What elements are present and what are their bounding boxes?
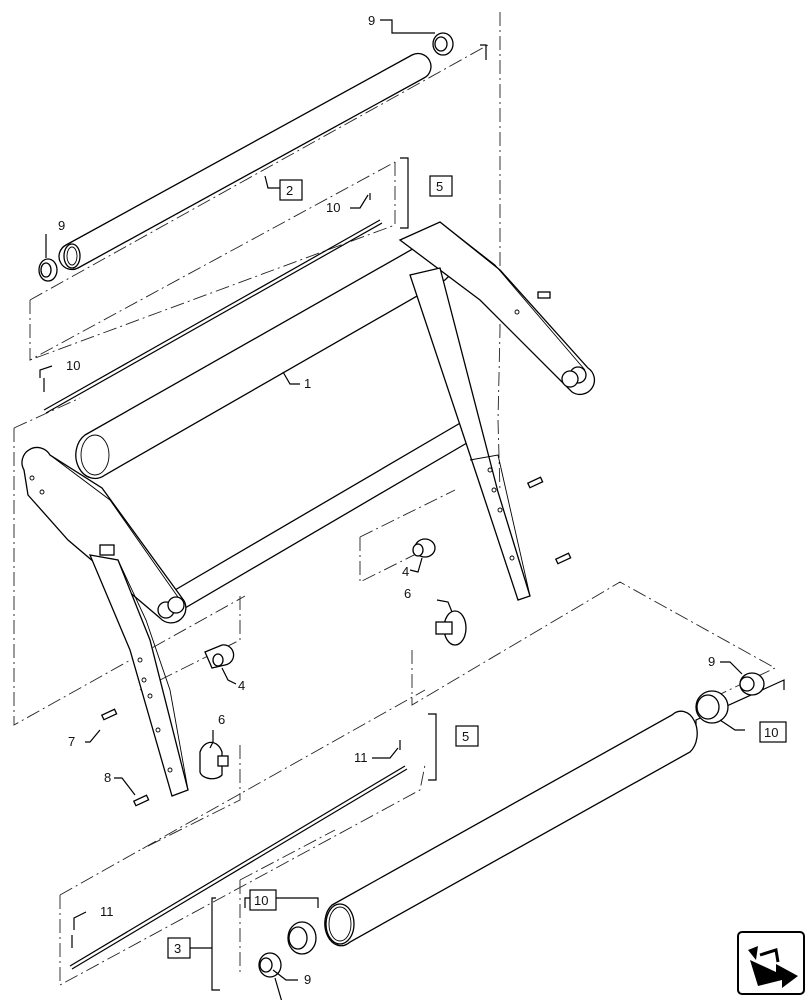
upper-right-bearing [432, 32, 454, 56]
callout-3: 3 [174, 941, 181, 956]
callout-10-upper-left: 10 [66, 358, 80, 373]
right-plate-6 [435, 610, 467, 646]
callout-6-left: 6 [218, 712, 225, 727]
callout-4-left: 4 [238, 678, 245, 693]
callout-6-right: 6 [404, 586, 411, 601]
lower-rod [69, 740, 408, 970]
upper-rod [43, 193, 383, 414]
left-bolt-7 [100, 708, 118, 721]
callout-10-lower-left: 10 [254, 893, 268, 908]
lower-right-bearing-10 [695, 690, 729, 724]
callout-10-lower-right: 10 [764, 725, 778, 740]
callout-9-lower-left: 9 [304, 972, 311, 987]
callout-9-top: 9 [368, 13, 375, 28]
callout-11-upper: 11 [354, 750, 368, 765]
callout-box-10-left [249, 889, 277, 911]
left-pin-4 [204, 644, 235, 669]
callout-2: 2 [286, 183, 293, 198]
lower-right-bearing-9 [739, 672, 765, 696]
callout-1: 1 [304, 376, 311, 391]
left-plate-6 [199, 741, 229, 780]
callout-11-lower: 11 [100, 904, 114, 919]
callout-9-lower-right: 9 [708, 654, 715, 669]
main-frame [21, 221, 596, 797]
left-bolt-8 [132, 794, 150, 807]
callout-box-5-lower [455, 725, 479, 747]
callout-box-2 [279, 179, 303, 201]
callout-9-upper-left: 9 [58, 218, 65, 233]
lower-roller-tube [324, 710, 698, 947]
upper-roller-tube [58, 52, 432, 271]
arrow-icon[interactable] [737, 931, 805, 995]
right-upper-bolt [526, 476, 544, 489]
lower-left-bearing-10 [287, 921, 317, 955]
callout-box-5-upper [429, 175, 453, 197]
upper-left-bearing [38, 258, 58, 282]
callout-5-lower: 5 [462, 729, 469, 744]
assembly-boundaries [13, 12, 776, 986]
right-pin-4 [412, 538, 436, 558]
callout-10-upper-right: 10 [326, 200, 340, 215]
right-lower-bolt [554, 552, 572, 565]
leader-lines [39, 19, 745, 1000]
lower-left-bearing-9 [258, 952, 282, 978]
callout-box-3 [167, 937, 191, 959]
callout-5-upper: 5 [436, 179, 443, 194]
callout-7: 7 [68, 734, 75, 749]
callout-8: 8 [104, 770, 111, 785]
callout-box-10-right [759, 721, 787, 743]
callout-4-right: 4 [402, 564, 409, 579]
